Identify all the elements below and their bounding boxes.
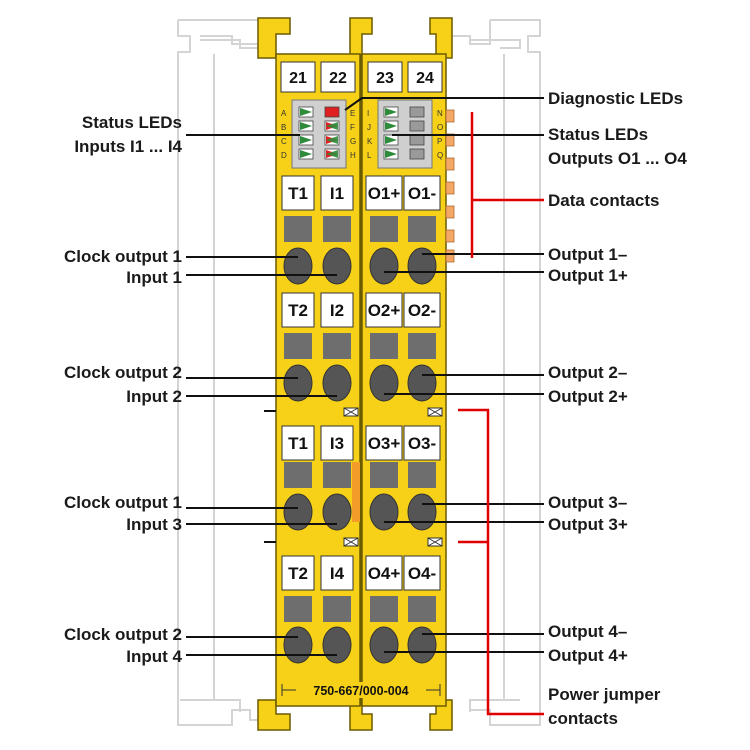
led-letter-n: N [437,109,443,118]
label-t2-b: T2 [288,564,308,583]
led-letter-l: L [367,151,372,160]
top-clip-right [429,17,453,59]
label-o2-minus: O2- [408,301,436,320]
led-letter-j: J [367,123,371,132]
led-letter-p: P [437,137,442,146]
label-t2-a: T2 [288,301,308,320]
terminal-number-22: 22 [329,70,347,87]
labels-right: Diagnostic LEDs Status LEDs Outputs O1 .… [548,89,687,728]
label-power-jumper-1: Power jumper [548,685,661,704]
label-o3-plus: O3+ [368,434,401,453]
led-letter-i: I [367,109,369,118]
label-output-4-plus: Output 4+ [548,646,628,665]
led-letter-b: B [281,123,286,132]
led-letter-d: D [281,151,287,160]
label-output-3-plus: Output 3+ [548,515,628,534]
led-e-red [324,106,340,118]
data-contacts [445,109,455,263]
label-output-2-plus: Output 2+ [548,387,628,406]
label-output-3-minus: Output 3– [548,493,627,512]
label-data-contacts: Data contacts [548,191,659,210]
led-letter-e: E [350,109,355,118]
label-power-jumper-2: contacts [548,709,618,728]
labels-left: Status LEDs Inputs I1 ... I4 Clock outpu… [64,113,183,666]
label-clock-output-2a: Clock output 2 [64,363,182,382]
led-n [409,106,425,118]
label-clock-output-1a: Clock output 1 [64,247,182,266]
orange-indicator [352,462,360,522]
terminal-row-1: T1 I1 O1+ O1- [281,175,441,242]
label-status-leds-outputs-1: Status LEDs [548,125,648,144]
top-clip-mid [349,17,373,59]
led-letter-q: Q [437,151,443,160]
label-output-2-minus: Output 2– [548,363,627,382]
label-i3: I3 [330,434,344,453]
label-diagnostic-leds: Diagnostic LEDs [548,89,683,108]
label-input-2: Input 2 [126,387,182,406]
label-clock-output-1b: Clock output 1 [64,493,182,512]
bottom-clip-right [429,699,453,731]
label-input-1: Input 1 [126,268,182,287]
led-letter-g: G [350,137,356,146]
label-o4-minus: O4- [408,564,436,583]
power-jumper-bracket [458,408,544,716]
led-q [409,148,425,160]
led-panel-left: A B C D E F G H [281,99,356,169]
terminal-numbers: 21 22 23 24 [280,61,443,93]
led-o [409,120,425,132]
part-number: 750-667/000-004 [313,684,408,698]
label-i1: I1 [330,184,344,203]
power-jumper-markers [343,407,443,547]
label-o2-plus: O2+ [368,301,401,320]
label-status-leds-inputs-1: Status LEDs [82,113,182,132]
connection-row-2 [283,364,437,402]
terminal-row-4: T2 I4 O4+ O4- [281,555,441,622]
led-letter-f: F [350,123,355,132]
label-i4: I4 [330,564,345,583]
terminal-number-23: 23 [376,70,394,87]
red-callouts [458,112,544,716]
led-letter-k: K [367,137,373,146]
label-t1-a: T1 [288,184,308,203]
label-status-leds-inputs-2: Inputs I1 ... I4 [74,137,182,156]
led-letter-o: O [437,123,443,132]
led-letter-a: A [281,109,287,118]
leader-lines-left [186,134,337,656]
label-o3-minus: O3- [408,434,436,453]
top-clip-left [257,17,291,59]
label-o1-plus: O1+ [368,184,401,203]
led-p [409,134,425,146]
leader-lines-right [344,97,544,653]
label-i2: I2 [330,301,344,320]
label-input-4: Input 4 [126,647,182,666]
terminal-row-3: T1 I3 O3+ O3- [281,425,441,522]
label-status-leds-outputs-2: Outputs O1 ... O4 [548,149,687,168]
terminal-row-2: T2 I2 O2+ O2- [281,292,441,359]
label-input-3: Input 3 [126,515,182,534]
terminal-number-24: 24 [416,70,434,87]
label-clock-output-2b: Clock output 2 [64,625,182,644]
label-o1-minus: O1- [408,184,436,203]
label-output-1-minus: Output 1– [548,245,627,264]
label-t1-b: T1 [288,434,308,453]
label-o4-plus: O4+ [368,564,401,583]
label-output-1-plus: Output 1+ [548,266,628,285]
led-letter-c: C [281,137,287,146]
terminal-number-21: 21 [289,70,307,87]
label-output-4-minus: Output 4– [548,622,627,641]
led-letter-h: H [350,151,356,160]
